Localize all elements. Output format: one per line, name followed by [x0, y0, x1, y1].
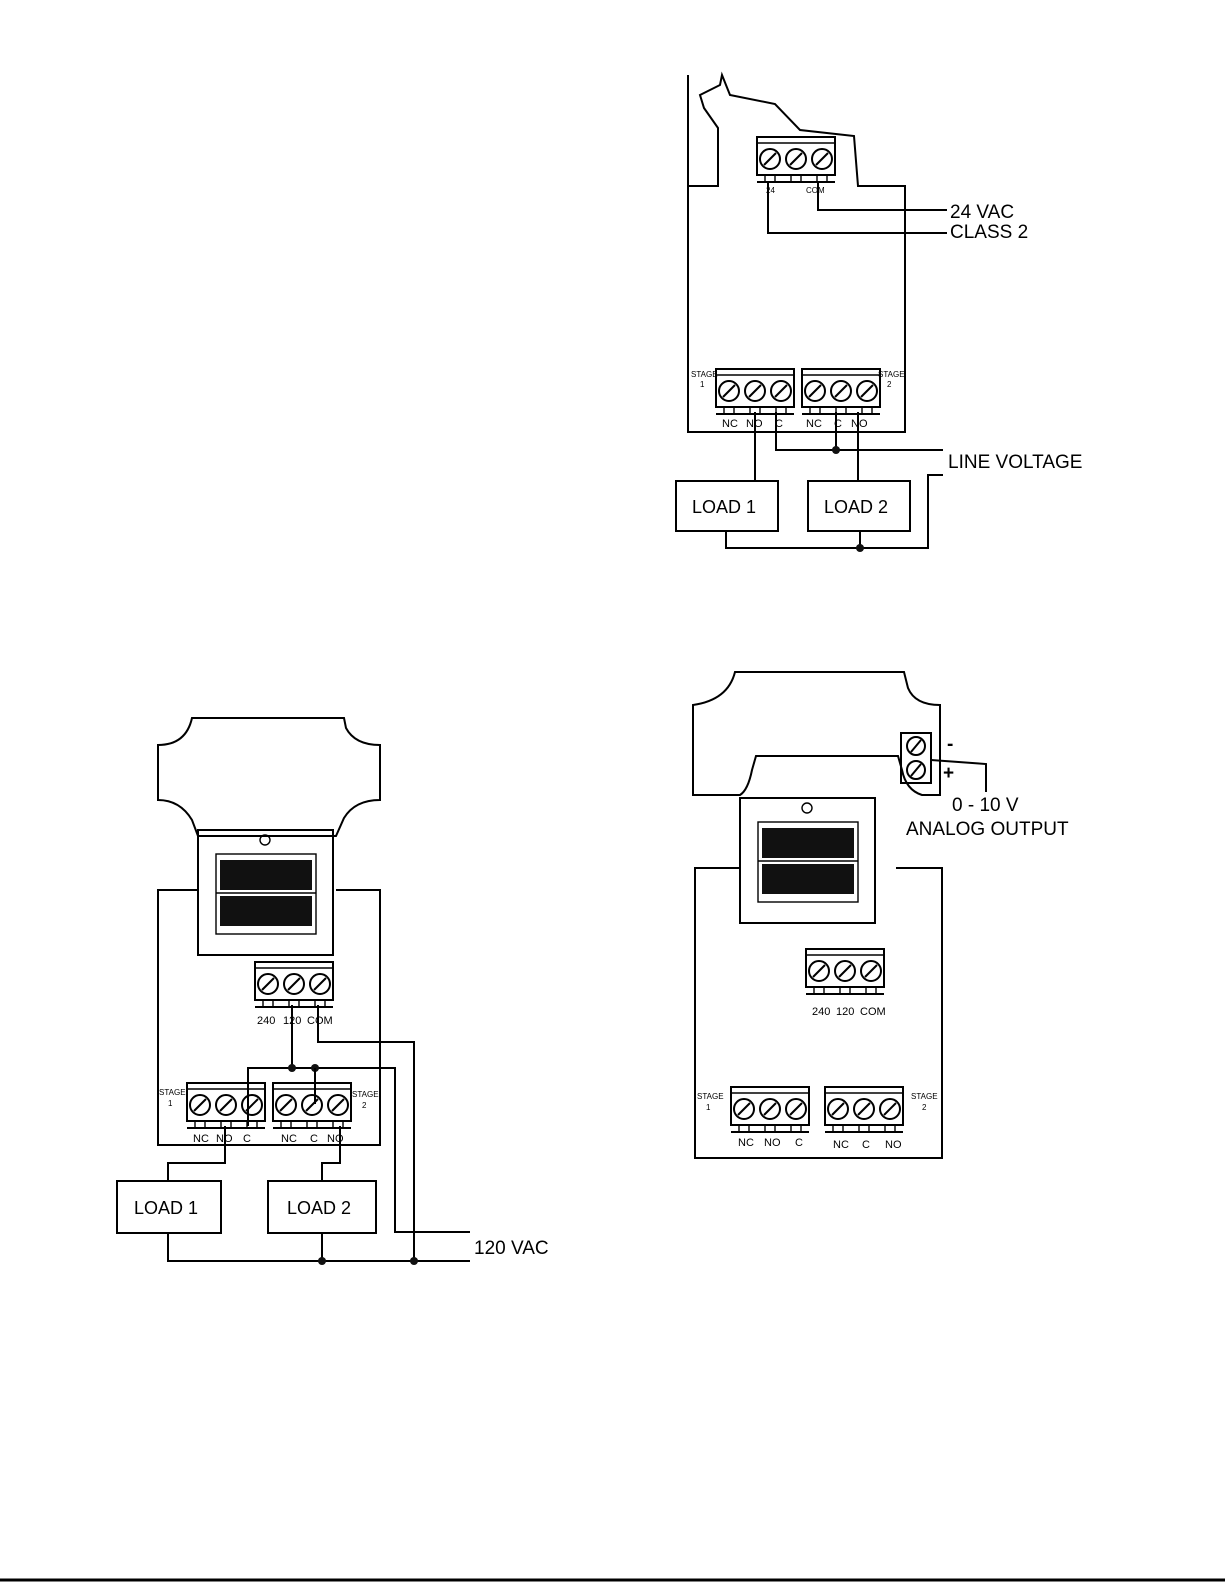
analog-terminal-block: [901, 733, 931, 783]
stage1-number: 1: [706, 1103, 711, 1112]
supply-wire-24: [768, 183, 947, 233]
stage2-label: STAGE: [352, 1090, 379, 1099]
stage1-term-nc: NC: [722, 418, 738, 430]
junction-dot: [318, 1257, 326, 1265]
neutral-wire: [168, 1233, 470, 1261]
junction-dot: [832, 446, 840, 454]
wiring-diagram-analog-output: - + 0 - 10 V ANALOG OUTPUT 240 120 COM S…: [693, 672, 1069, 1158]
stage1-term-c: C: [795, 1137, 803, 1149]
terminal-label-240: 240: [812, 1006, 830, 1018]
stage1-terminal-block: [731, 1087, 809, 1132]
stage2-number: 2: [362, 1101, 367, 1110]
stage2-terminal-block: [825, 1087, 903, 1132]
junction-dot: [288, 1064, 296, 1072]
stage1-term-nc: NC: [738, 1137, 754, 1149]
load1-label: LOAD 1: [692, 497, 756, 517]
stage1-terminal-block: [716, 369, 794, 414]
terminal-label-com: COM: [307, 1015, 333, 1027]
stage1-number: 1: [700, 380, 705, 389]
stage1-terminal-block: [187, 1083, 265, 1128]
stage1-label: STAGE: [697, 1092, 724, 1101]
load2-label: LOAD 2: [824, 497, 888, 517]
analog-label-output: ANALOG OUTPUT: [906, 819, 1069, 840]
stage2-term-nc: NC: [806, 418, 822, 430]
terminal-minus: -: [947, 734, 953, 755]
stage2-term-c: C: [310, 1133, 318, 1145]
display-module: [198, 830, 333, 955]
terminal-label-120: 120: [836, 1006, 854, 1018]
stage2-number: 2: [887, 380, 892, 389]
power-terminal-block: [806, 949, 884, 994]
line-voltage-label: LINE VOLTAGE: [948, 452, 1082, 473]
load2-label: LOAD 2: [287, 1198, 351, 1218]
supply-wire-com: [818, 183, 947, 210]
stage2-label: STAGE: [878, 370, 905, 379]
junction-dot: [856, 544, 864, 552]
load1-label: LOAD 1: [134, 1198, 198, 1218]
stage2-term-no: NO: [885, 1139, 902, 1151]
enclosure-top-outline: [158, 718, 380, 836]
stage1-term-c: C: [243, 1133, 251, 1145]
stage1-label: STAGE: [159, 1088, 186, 1097]
stage1-term-nc: NC: [193, 1133, 209, 1145]
stage2-term-no: NO: [327, 1133, 344, 1145]
terminal-plus: +: [943, 763, 954, 784]
stage2-label: STAGE: [911, 1092, 938, 1101]
stage1-term-no: NO: [764, 1137, 781, 1149]
terminal-label-com: COM: [806, 186, 825, 195]
screw-slot: [911, 764, 921, 776]
screw-slot: [911, 740, 921, 752]
stage1-label: STAGE: [691, 370, 718, 379]
junction-dot: [410, 1257, 418, 1265]
stage2-terminal-block: [273, 1083, 351, 1128]
supply-label-120vac: 120 VAC: [474, 1238, 549, 1259]
terminal-label-240: 240: [257, 1015, 275, 1027]
terminal-label-com: COM: [860, 1006, 886, 1018]
analog-label-range: 0 - 10 V: [952, 795, 1019, 816]
supply-label-24vac: 24 VAC: [950, 202, 1014, 223]
power-terminal-block: [757, 137, 835, 182]
stage2-number: 2: [922, 1103, 927, 1112]
enclosure-outline: [688, 75, 905, 432]
wiring-diagram-24vac: 24 COM 24 VAC CLASS 2 STAGE 1 STAGE 2 NC…: [676, 75, 1082, 552]
stage1-number: 1: [168, 1099, 173, 1108]
stage2-terminal-block: [802, 369, 880, 414]
stage2-term-nc: NC: [833, 1139, 849, 1151]
wiring-diagram-120vac: 240 120 COM STAGE 1 STAGE 2 NC NO C NC C…: [117, 718, 549, 1265]
display-module: [740, 798, 875, 923]
stage2-term-no: NO: [851, 418, 868, 430]
supply-label-class2: CLASS 2: [950, 222, 1028, 243]
power-terminal-block: [255, 962, 333, 1007]
stage2-term-nc: NC: [281, 1133, 297, 1145]
stage2-term-c: C: [862, 1139, 870, 1151]
